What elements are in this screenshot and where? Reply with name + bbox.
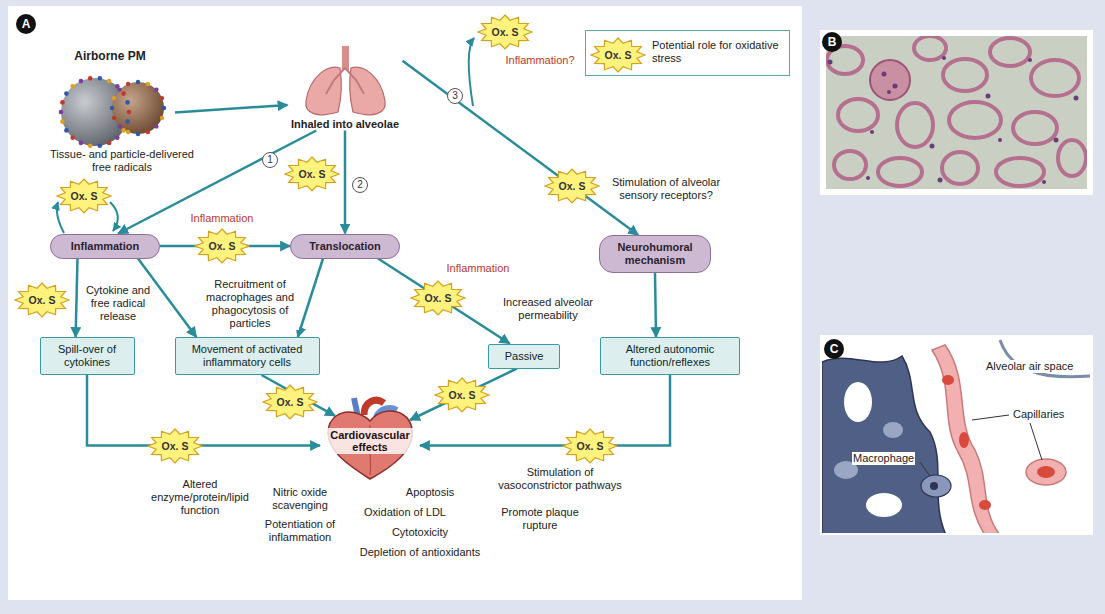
- node-text: Ox. S: [299, 168, 326, 180]
- inflammation-note: Inflammation: [446, 262, 511, 275]
- annotation-text: Recruitment of macrophages and phagocyto…: [201, 278, 299, 330]
- particle-illustration: [45, 64, 175, 152]
- connector-arrow: [298, 259, 323, 338]
- node-text: Airborne PM: [45, 49, 175, 64]
- mechanism-pill: Inflammation: [50, 234, 160, 259]
- mechanism-pill: Neurohumoral mechanism: [599, 235, 711, 273]
- connector-arrow: [420, 375, 670, 446]
- node-text: Ox. S: [209, 240, 236, 252]
- callout-number: 1: [262, 152, 278, 168]
- figure-label: Macrophage: [852, 452, 915, 465]
- heart-node: Cardiovascular effects: [320, 395, 420, 480]
- node-text: Spill-over of cytokines: [46, 343, 129, 369]
- node-text: Altered autonomic function/reflexes: [606, 343, 734, 369]
- node-text: Inhaled into alveolae: [288, 118, 403, 131]
- node-text: Ox. S: [559, 180, 586, 192]
- oxidative-stress-node: Ox. S: [544, 168, 600, 204]
- lung-illustration: [288, 46, 403, 118]
- effect-text: Nitric oxide scavenging: [262, 486, 338, 512]
- lung-node: Inhaled into alveolae: [288, 46, 403, 131]
- node-text: Cardiovascular effects: [322, 428, 418, 454]
- effect-text: Altered enzyme/protein/lipid function: [145, 478, 255, 517]
- effect-text: Depletion of antioxidants: [359, 546, 481, 559]
- particle-node: Airborne PM: [45, 49, 175, 152]
- effect-text: Stimulation of vasoconstrictor pathways: [490, 466, 630, 492]
- inflammation-note: Inflammation?: [504, 54, 575, 67]
- connector-arrow: [118, 131, 316, 234]
- pathway-box: Altered autonomic function/reflexes: [600, 337, 740, 375]
- panel-letter: C: [824, 339, 844, 359]
- node-text: Ox. S: [277, 396, 304, 408]
- oxidative-stress-node: Ox. S: [147, 428, 203, 464]
- oxidative-stress-node: Ox. S: [194, 228, 250, 264]
- connector-arrow: [655, 273, 656, 337]
- callout-number: 3: [447, 88, 463, 104]
- lung-micrograph: [820, 30, 1093, 195]
- pathway-box: Spill-over of cytokines: [40, 337, 135, 375]
- connector-arrow: [410, 369, 517, 421]
- effect-text: Apoptosis: [405, 486, 455, 499]
- node-text: Inflammation: [57, 240, 153, 253]
- node-text: Ox. S: [71, 190, 98, 202]
- connector-arrow: [76, 259, 78, 338]
- node-text: Ox. S: [425, 292, 452, 304]
- effect-text: Cytotoxicity: [391, 526, 449, 539]
- node-text: Ox. S: [29, 294, 56, 306]
- alveolus-illustration: [820, 335, 1093, 535]
- annotation-text: Tissue- and particle-delivered free radi…: [42, 148, 202, 174]
- pathway-box: Passive: [488, 344, 560, 369]
- node-text: Ox. S: [577, 440, 604, 452]
- node-text: Passive: [494, 350, 554, 363]
- connector-arrow: [87, 375, 320, 446]
- panel-letter: A: [16, 14, 36, 34]
- node-text: Neurohumoral mechanism: [606, 241, 704, 267]
- inflammation-note: Inflammation: [190, 212, 255, 225]
- oxidative-stress-node: Ox. S: [562, 428, 618, 464]
- mechanism-pill: Translocation: [290, 234, 400, 259]
- connector-arrow: [344, 131, 347, 234]
- annotation-text: Increased alveolar permeability: [498, 296, 598, 322]
- annotation-text: Stimulation of alveolar sensory receptor…: [604, 176, 728, 202]
- callout-number: 2: [352, 177, 368, 193]
- node-text: Ox. S: [162, 440, 189, 452]
- node-text: Ox. S: [492, 26, 519, 38]
- oxidative-stress-node: Ox. S: [477, 14, 533, 50]
- oxidative-stress-node: Ox. S: [262, 384, 318, 420]
- panel-letter: B: [822, 32, 842, 52]
- effect-text: Promote plaque rupture: [497, 506, 583, 532]
- figure-label: Alveolar air space: [985, 360, 1074, 373]
- effect-text: Oxidation of LDL: [363, 506, 447, 519]
- legend-text: Potential role for oxidative stress: [652, 39, 782, 65]
- oxidative-stress-node: Ox. S: [284, 156, 340, 192]
- legend-sample-text: Ox. S: [605, 49, 632, 62]
- oxidative-stress-node: Ox. S: [410, 280, 466, 316]
- connector-arrow: [403, 61, 639, 235]
- oxidative-stress-node: Ox. S: [56, 178, 112, 214]
- node-text: Ox. S: [449, 389, 476, 401]
- effect-text: Potentiation of inflammation: [258, 518, 342, 544]
- node-text: Translocation: [297, 240, 393, 253]
- connector-arrow: [175, 105, 288, 112]
- figure-label: Capillaries: [1012, 408, 1065, 421]
- connector-arrow: [378, 259, 510, 344]
- pathway-box: Movement of activated inflammatory cells: [175, 337, 320, 375]
- oxidative-stress-node: Ox. S: [434, 377, 490, 413]
- node-text: Movement of activated inflammatory cells: [181, 343, 314, 369]
- oxidative-stress-node: Ox. S: [14, 282, 70, 318]
- annotation-text: Cytokine and free radical release: [81, 284, 155, 323]
